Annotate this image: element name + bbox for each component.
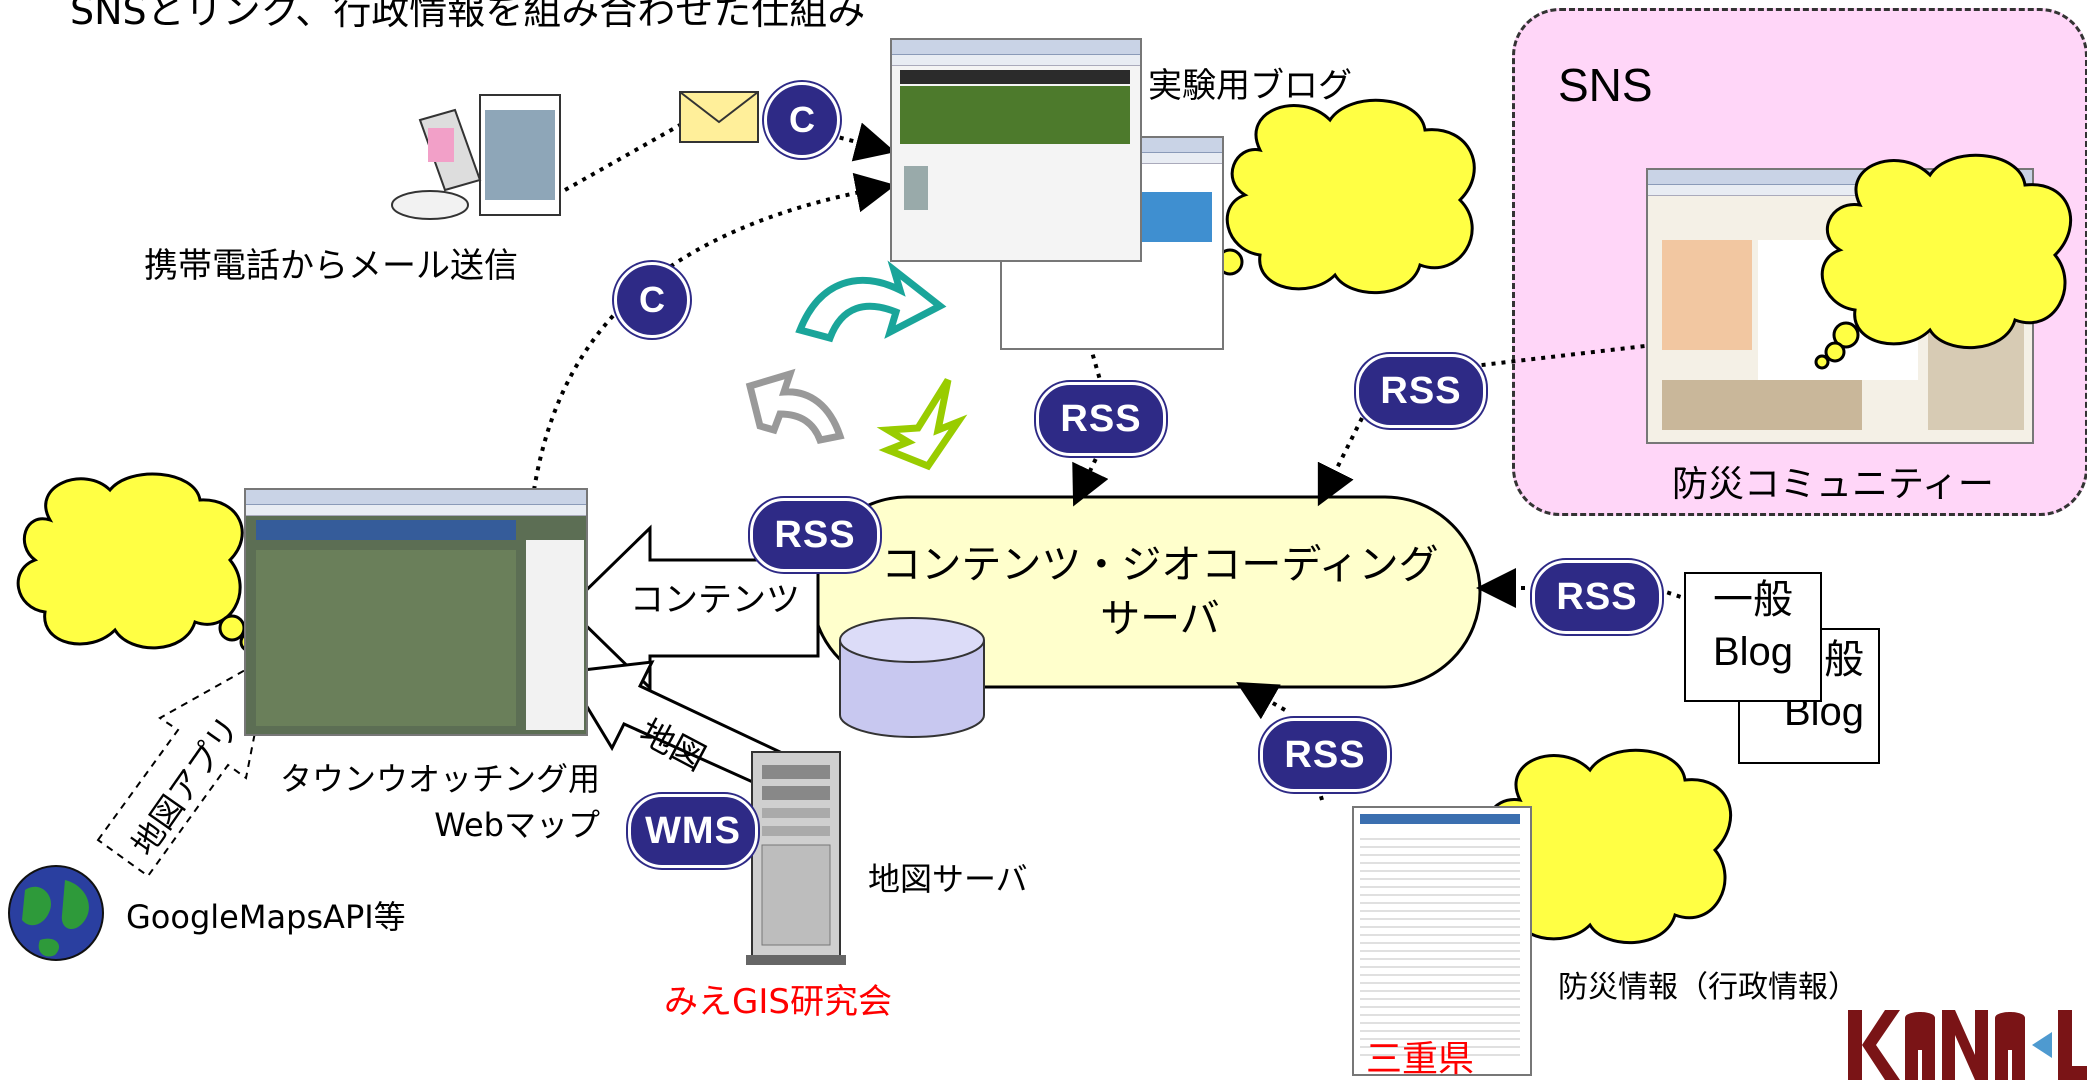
teal-arrow-icon [795, 260, 947, 343]
mie-gis-label: みえGIS研究会 [664, 982, 892, 1022]
bousai-community-label: 防災コミュニティー [1672, 464, 1994, 505]
experiment-blog-label: 実験用ブログ [1148, 66, 1352, 106]
map-app-arrow [96, 654, 272, 878]
mie-pref-label: 三重県 [1366, 1039, 1475, 1080]
googlemaps-label: GoogleMapsAPI等 [126, 898, 406, 936]
c-top-connector [829, 122, 896, 162]
rss-to-server-2 [1317, 417, 1364, 507]
pref-info-screenshot [1352, 806, 1532, 1076]
rss-badge-general-blog: RSS [1532, 560, 1662, 634]
green-arrow-icon [876, 378, 968, 471]
rss-badge-pref: RSS [1260, 718, 1390, 792]
sns-rss-connector [1421, 344, 1646, 374]
blog-rss-connector [1088, 344, 1102, 381]
cloud-webmap [16, 472, 272, 658]
general-blog-front: 一般 Blog [1684, 572, 1822, 702]
server-label: コンテンツ・ジオコーディング サーバ [881, 542, 1439, 642]
mobile-mail-label: 携帯電話からメール送信 [144, 246, 518, 286]
globe-icon [8, 865, 104, 961]
map-server-icon [746, 751, 846, 965]
mail-icon [679, 91, 759, 143]
webmap-label: タウンウオッチング用 Webマップ [279, 760, 600, 844]
gray-arrow-icon [745, 368, 845, 445]
contents-arrow [565, 524, 820, 692]
map-arrow [563, 660, 782, 791]
bousai-info-label: 防災情報（行政情報） [1558, 970, 1858, 1005]
sns-label: SNS [1558, 59, 1653, 111]
cloud-sns [1814, 153, 2073, 370]
c-badge-top: C [764, 82, 840, 158]
contents-arrow-label: コンテンツ [630, 580, 800, 620]
rss-badge-server: RSS [750, 498, 880, 572]
rss-to-server-1 [1072, 449, 1109, 507]
wms-badge: WMS [628, 794, 758, 868]
blog-screenshot-front [890, 38, 1142, 262]
rss-badge-blog: RSS [1036, 382, 1166, 456]
page-title: SNSとリンク、行政情報を組み合わせた仕組み [70, 0, 866, 33]
mobile-phone-icon [391, 94, 561, 220]
rss-badge-sns: RSS [1356, 354, 1486, 428]
map-server-label: 地図サーバ [868, 860, 1028, 898]
kanal-logo [1848, 1010, 2087, 1080]
mail-connector [564, 123, 681, 192]
c-badge-curve: C [614, 262, 690, 338]
rss-to-server-4 [1236, 682, 1286, 720]
database-icon [839, 617, 985, 738]
webmap-screenshot [244, 488, 588, 736]
